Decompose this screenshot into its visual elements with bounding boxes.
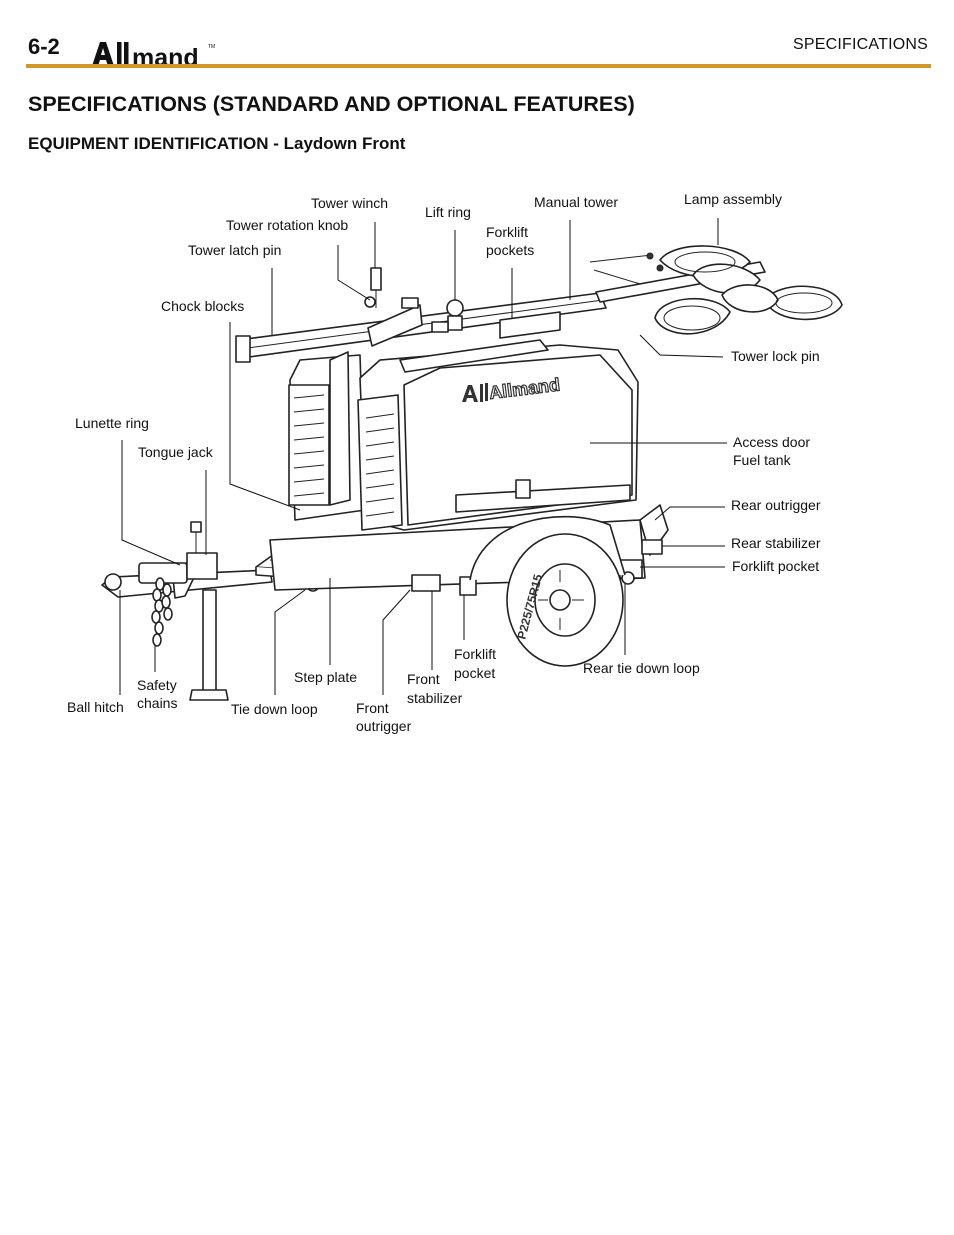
lift-ring-drawing: [446, 299, 464, 317]
forklift-pocket-top: [499, 311, 561, 339]
header-rule: [26, 64, 931, 68]
label-lamp-assembly: Lamp assembly: [684, 191, 782, 207]
label-forklift-pocket-front-2: pocket: [454, 665, 495, 681]
front-louvre-panel: [357, 394, 403, 531]
jack-foot: [189, 689, 229, 701]
label-tower-winch: Tower winch: [311, 195, 388, 211]
label-rear-outrigger: Rear outrigger: [731, 497, 821, 513]
label-fuel-tank: Fuel tank: [733, 452, 792, 468]
rotation-knob: [364, 296, 376, 308]
label-front-outrigger-1: Front: [356, 700, 389, 716]
lamp-assembly-drawing: [589, 245, 843, 335]
jack-head: [186, 552, 218, 580]
label-access-door: Access door: [733, 434, 810, 450]
leader-lines: [119, 218, 727, 695]
jack-post: [202, 589, 217, 693]
callout-labels: Tower winch Tower rotation knob Tower la…: [67, 191, 821, 734]
access-door-panel: [403, 354, 633, 526]
label-ball-hitch: Ball hitch: [67, 699, 124, 715]
leader-tower-lock-pin: [639, 334, 724, 358]
label-safety-chains-1: Safety: [137, 677, 177, 693]
wheel-hub: [549, 589, 571, 611]
label-forklift-pocket-front-1: Forklift: [454, 646, 496, 662]
leader-lunette-ring: [121, 440, 181, 566]
front-stabilizer-drawing: [411, 574, 441, 592]
tower-winch-housing: [367, 304, 423, 347]
rear-stabilizer-drawing: [641, 539, 663, 555]
label-forklift-pocket-rear: Forklift pocket: [732, 558, 819, 574]
label-lunette-ring: Lunette ring: [75, 415, 149, 431]
label-step-plate: Step plate: [294, 669, 357, 685]
tower-cradle: [399, 339, 549, 373]
label-tower-lock-pin: Tower lock pin: [731, 348, 820, 364]
label-front-outrigger-2: outrigger: [356, 718, 412, 734]
leader-tower-rotation-knob: [337, 245, 371, 301]
rear-louvre-panel: [288, 384, 330, 506]
section-subtitle: EQUIPMENT IDENTIFICATION - Laydown Front: [28, 134, 406, 153]
label-lift-ring: Lift ring: [425, 204, 471, 220]
label-manual-tower: Manual tower: [534, 194, 618, 210]
label-tie-down-loop: Tie down loop: [231, 701, 318, 717]
leader-rear-outrigger: [654, 506, 725, 521]
label-tower-latch-pin: Tower latch pin: [188, 242, 281, 258]
label-safety-chains-2: chains: [137, 695, 177, 711]
mast-end: [235, 335, 251, 363]
winch-handle: [370, 267, 382, 291]
page-number: 6-2: [28, 34, 60, 59]
label-tower-rotation-knob: Tower rotation knob: [226, 217, 348, 233]
fuel-tank-band: [455, 484, 631, 513]
leader-tie-down-loop: [274, 589, 306, 695]
label-forklift-pockets-top-1: Forklift: [486, 224, 528, 240]
leader-front-outrigger: [382, 589, 411, 695]
safety-chain-drawing: [151, 577, 173, 647]
page-title: SPECIFICATIONS (STANDARD AND OPTIONAL FE…: [28, 92, 635, 116]
front-forklift-pocket-drawing: [459, 576, 477, 596]
latch: [515, 479, 531, 499]
label-front-stabilizer-2: stabilizer: [407, 690, 463, 706]
svg-text:TM: TM: [208, 44, 215, 50]
label-tongue-jack: Tongue jack: [138, 444, 214, 460]
label-chock-blocks: Chock blocks: [161, 298, 244, 314]
section-name: SPECIFICATIONS: [793, 36, 928, 53]
label-forklift-pockets-top-2: pockets: [486, 242, 534, 258]
jack-crank: [190, 521, 202, 533]
winch-box: [401, 297, 419, 309]
data-plate: [431, 321, 449, 333]
label-front-stabilizer-1: Front: [407, 671, 440, 687]
light-tower-drawing: Allmand: [101, 245, 843, 701]
label-rear-stabilizer: Rear stabilizer: [731, 535, 821, 551]
label-rear-tie-down-loop: Rear tie down loop: [583, 660, 700, 676]
ball-hitch-coupler: [104, 573, 122, 591]
leader-chock-blocks: [229, 322, 301, 511]
